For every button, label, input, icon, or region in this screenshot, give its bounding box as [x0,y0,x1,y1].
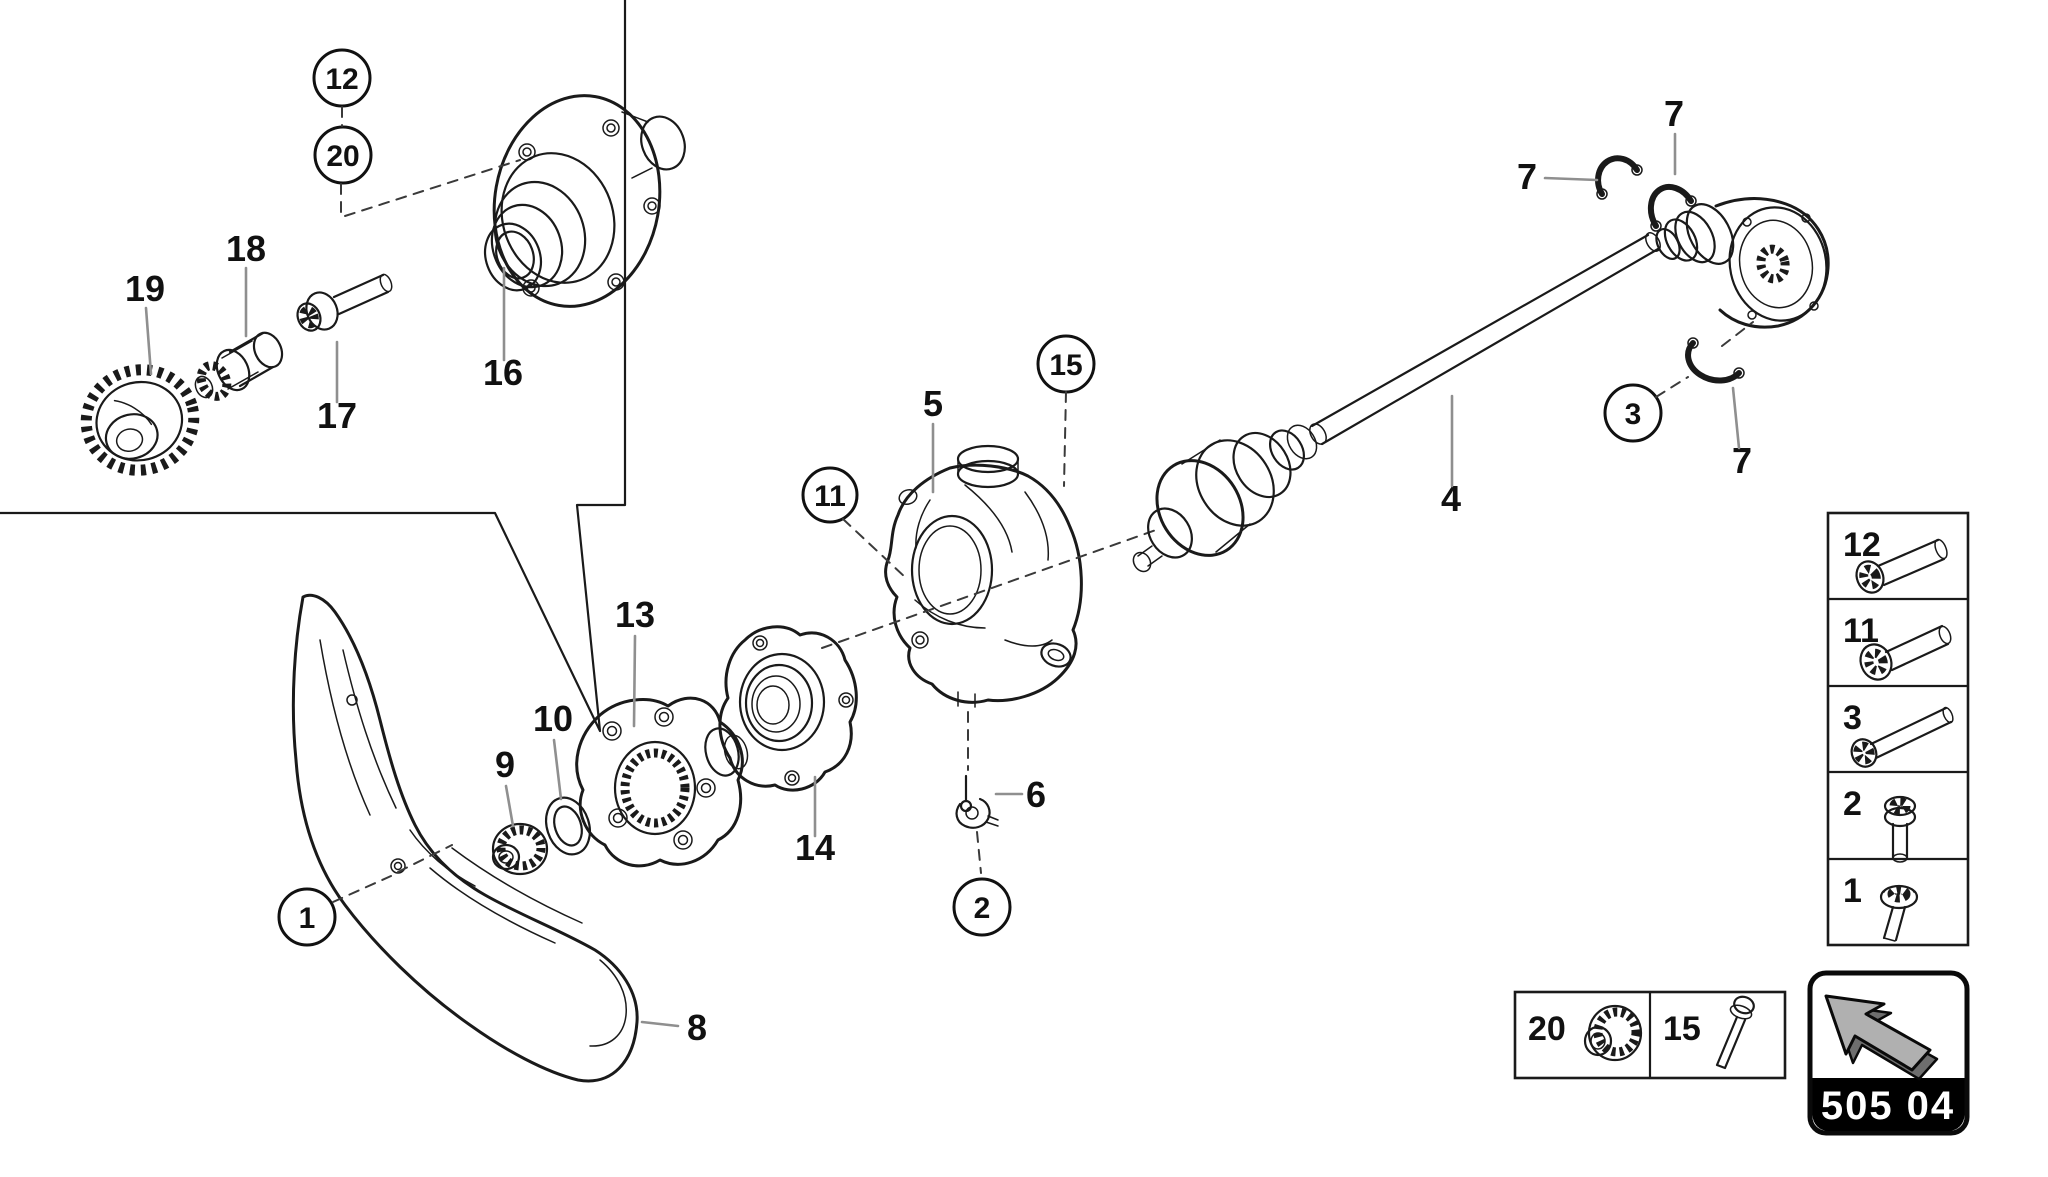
part-label-9: 9 [495,744,515,785]
balloon-2-number: 2 [974,892,991,925]
badge-code-band [1812,1078,1965,1131]
balloon-12-number: 12 [325,63,358,96]
badge-code: 505 04 [1821,1084,1955,1128]
balloon-12: 12 [312,48,372,108]
flanged-bolt-icon [1859,624,1952,681]
circlip-7-middle [1647,184,1697,232]
balloon-1-number: 1 [299,902,316,935]
section-badge: 505 04 [1807,970,1970,1136]
drive-shaft-part-4 [1309,232,1661,446]
part-label-5: 5 [923,383,943,424]
legend-row-1-number: 1 [1843,872,1862,910]
balloon-15-number: 15 [1049,349,1082,382]
back-arrow-icon [1824,994,1939,1081]
part-label-6: 6 [1026,774,1046,815]
inner-cv-joint [1132,424,1318,573]
balloon-3: 3 [1603,383,1663,443]
part-label-18: 18 [226,228,266,269]
long-socket-bolt-icon [1850,706,1954,768]
long-hex-bolt-icon [1715,995,1755,1070]
seal-ring-part-10 [545,796,591,856]
inset-callout-border [0,0,627,733]
hex-bolt-washer-part-17 [296,273,393,332]
splined-coupler-part-18 [194,331,284,401]
legend-row-2-number: 2 [1843,785,1862,823]
balloon-20: 20 [313,125,373,185]
balloon-20-number: 20 [326,140,359,173]
circlip-7-left [1595,155,1643,200]
part-label-7-top: 7 [1664,93,1684,134]
bottom-cell-15-number: 15 [1663,1010,1701,1048]
legend-row-12-number: 12 [1843,526,1881,564]
leader-8 [640,1020,680,1028]
bottom-legend-table: 20 15 [1513,990,1787,1080]
legend-row-3: 3 [1843,699,1954,768]
balloon-1: 1 [277,887,337,947]
balloon-2: 2 [952,877,1012,937]
bottom-cell-15: 15 [1663,995,1755,1070]
flange-bolt-holes [602,707,716,850]
balloon-15: 15 [1036,334,1096,394]
sensor-links [967,711,982,874]
hub-bolt-holes [518,119,661,297]
toothed-ring-part-19 [80,364,200,476]
legend-row-3-number: 3 [1843,699,1862,737]
legend-row-11: 11 [1843,612,1952,681]
legend-row-1: 1 [1843,872,1919,942]
balloon-3-links [1655,321,1754,398]
leader-7-left [1543,176,1599,182]
side-legend-table: 12 11 3 [1826,511,1970,947]
assembly-axis-links [821,391,1157,649]
balloon-11: 11 [801,466,859,524]
part-label-4: 4 [1441,478,1461,519]
part-label-7-bottom: 7 [1732,440,1752,481]
socket-head-bolt-icon [1855,538,1948,594]
wheel-hub-part-16 [483,94,686,308]
wheel-bearing-part-14 [718,625,858,792]
part-label-13: 13 [615,594,655,635]
leader-13 [632,634,637,728]
collared-stud-icon [1883,795,1917,863]
balloon-1-links [332,844,453,903]
legend-row-2: 2 [1843,785,1917,863]
bottom-cell-20-number: 20 [1528,1010,1566,1048]
leader-19 [144,306,153,376]
part-label-19: 19 [125,268,165,309]
leader-7-bottom [1731,386,1741,450]
outer-cv-joint [1655,197,1830,329]
balloon-11-number: 11 [814,480,846,513]
circlip-7-bottom [1685,337,1745,384]
balloon-3-number: 3 [1625,398,1642,431]
round-washer-screw-icon [1879,884,1919,942]
leader-10 [552,738,563,801]
legend-row-12: 12 [1843,526,1948,594]
collar-nut-icon [1583,1004,1643,1062]
wheel-carrier-part-5 [884,444,1083,708]
balloon-12-20-links [340,106,521,217]
part-label-10: 10 [533,698,573,739]
speed-sensor-part-6 [955,774,999,829]
part-label-7-left: 7 [1517,156,1537,197]
bottom-cell-20: 20 [1528,1004,1643,1062]
heat-shield-part-8 [291,593,639,1083]
leader-9 [504,784,515,828]
hub-flange-part-13 [575,696,749,868]
collar-nut-part-9 [491,822,549,876]
part-label-8: 8 [687,1007,707,1048]
